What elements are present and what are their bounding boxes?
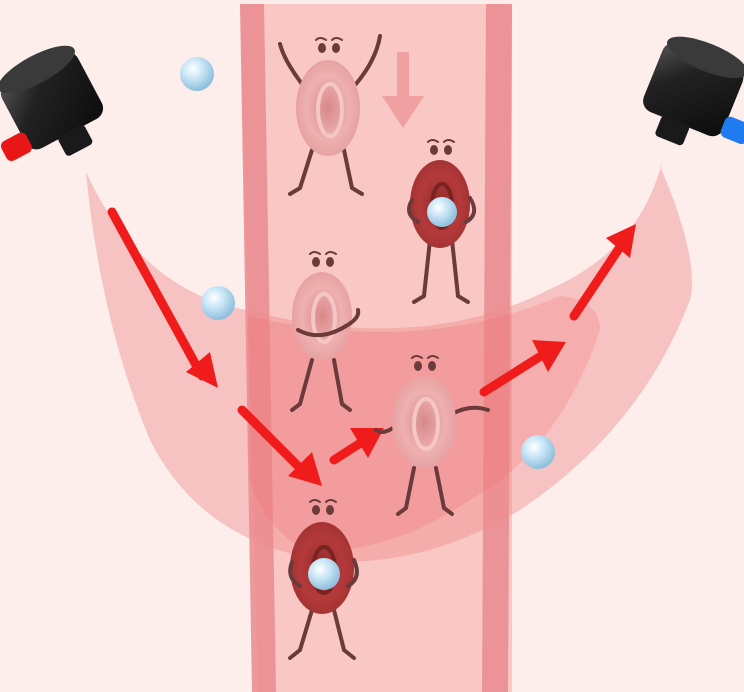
oxygen-molecule-icon	[521, 435, 555, 469]
light-source-icon	[0, 37, 118, 183]
oxygen-molecule-icon	[201, 286, 235, 320]
light-detector-icon	[632, 28, 744, 168]
oxygen-molecule-icon	[180, 57, 214, 91]
